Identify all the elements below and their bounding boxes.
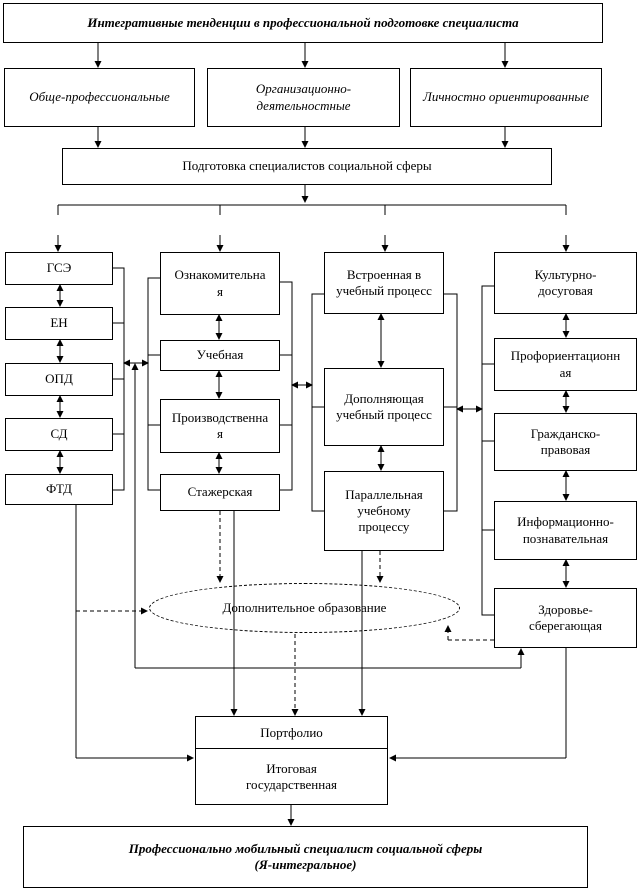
- additional-education-label: Дополнительное образование: [222, 600, 387, 615]
- col2-item: Учебная: [160, 340, 280, 371]
- col4-label: Здоровье-сберегающая: [529, 601, 602, 633]
- result-line2: (Я-интегральное): [254, 857, 357, 872]
- col3-item: Дополняющая учебный процесс: [324, 368, 444, 446]
- result-box: Профессионально мобильный специалист соц…: [23, 826, 588, 888]
- col2-item: Стажерская: [160, 474, 280, 511]
- col2-item: Производственная: [160, 399, 280, 453]
- tendency-label: Личностно ориентированные: [423, 89, 589, 105]
- tendency-general-professional: Обще-профессиональные: [4, 68, 195, 127]
- training-label: Подготовка специалистов социальной сферы: [182, 158, 432, 174]
- col2-item: Ознакомительная: [160, 252, 280, 315]
- col4-item: Культурно-досуговая: [494, 252, 637, 314]
- col2-label: Ознакомительная: [174, 267, 266, 299]
- col1-label: ЕН: [50, 315, 68, 331]
- col1-item: СД: [5, 418, 113, 451]
- additional-education: Дополнительное образование: [149, 583, 460, 633]
- tendency-label: Обще-профессиональные: [29, 89, 170, 105]
- col4-label: Гражданско-правовая: [530, 425, 601, 457]
- portfolio-divider: [195, 748, 388, 749]
- col1-label: ФТД: [46, 481, 72, 497]
- training-box: Подготовка специалистов социальной сферы: [62, 148, 552, 185]
- col3-label: Дополняющая учебный процесс: [336, 390, 432, 422]
- col3-label: Встроенная в учебный процесс: [336, 266, 432, 298]
- col4-item: Здоровье-сберегающая: [494, 588, 637, 648]
- col1-item: ФТД: [5, 474, 113, 505]
- col4-label: Культурно-досуговая: [534, 266, 597, 298]
- col4-item: Гражданско-правовая: [494, 413, 637, 471]
- col1-item: ЕН: [5, 307, 113, 340]
- tendency-organizational: Организационно-деятельностные: [207, 68, 400, 127]
- col3-item: Параллельная учебному процессу: [324, 471, 444, 551]
- col3-label: Параллельная учебному процессу: [345, 486, 423, 535]
- col2-label: Производственная: [171, 409, 269, 441]
- tendency-personal: Личностно ориентированные: [410, 68, 602, 127]
- result-line1: Профессионально мобильный специалист соц…: [128, 840, 483, 856]
- col2-label: Учебная: [196, 347, 244, 363]
- tendency-label: Организационно-деятельностные: [255, 81, 352, 113]
- final-exam-label: Итоговая государственная: [199, 749, 384, 805]
- col4-item: Информационно-познавательная: [494, 501, 637, 560]
- col1-item: ОПД: [5, 363, 113, 396]
- col1-item: ГСЭ: [5, 252, 113, 285]
- col1-label: ГСЭ: [46, 260, 72, 276]
- col1-label: СД: [50, 426, 68, 442]
- portfolio-label: Портфолио: [260, 724, 323, 740]
- title-box: Интегративные тенденции в профессиональн…: [3, 3, 603, 43]
- col4-item: Профориентационная: [494, 338, 637, 391]
- col3-item: Встроенная в учебный процесс: [324, 252, 444, 314]
- col4-label: Информационно-познавательная: [517, 514, 614, 546]
- col4-label: Профориентационная: [510, 348, 621, 380]
- col1-label: ОПД: [45, 371, 73, 387]
- title-text: Интегративные тенденции в профессиональн…: [87, 14, 519, 30]
- col2-label: Стажерская: [187, 484, 253, 500]
- portfolio-box: Портфолио Итоговая государственная: [195, 716, 388, 805]
- final-exam-text: Итоговая государственная: [246, 760, 337, 792]
